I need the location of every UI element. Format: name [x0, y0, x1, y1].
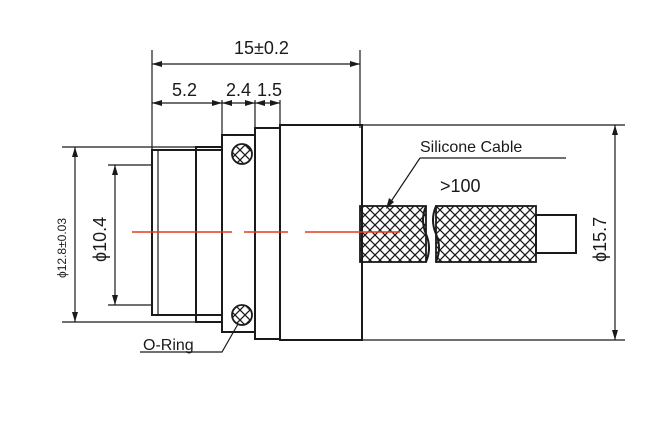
label-cable-length: >100 — [440, 176, 481, 196]
dim-inner-diameter: ϕ10.4 — [90, 217, 110, 262]
cable-leader — [386, 157, 566, 209]
silicone-cable — [359, 205, 577, 263]
o-ring-bottom — [231, 304, 253, 326]
dim-outer-diameter: ϕ12.8±0.03 — [55, 218, 69, 278]
dimension-overall — [152, 61, 360, 67]
label-o-ring: O-Ring — [143, 337, 194, 354]
o-ring-leader — [140, 323, 239, 353]
extension-lines — [62, 50, 625, 341]
dimension-inner-diameter — [112, 165, 118, 305]
dim-overall-length: 15±0.2 — [234, 38, 289, 58]
dimension-body-diameter — [612, 125, 618, 340]
dim-segment-b: 2.4 — [226, 80, 251, 100]
dim-body-diameter: ϕ15.7 — [590, 217, 610, 262]
dim-segment-a: 5.2 — [172, 80, 197, 100]
dimension-segments — [152, 100, 280, 106]
dimension-outer-diameter — [72, 147, 78, 322]
dim-segment-c: 1.5 — [257, 80, 282, 100]
label-silicone-cable: Silicone Cable — [420, 139, 522, 156]
o-ring-top — [231, 143, 253, 165]
